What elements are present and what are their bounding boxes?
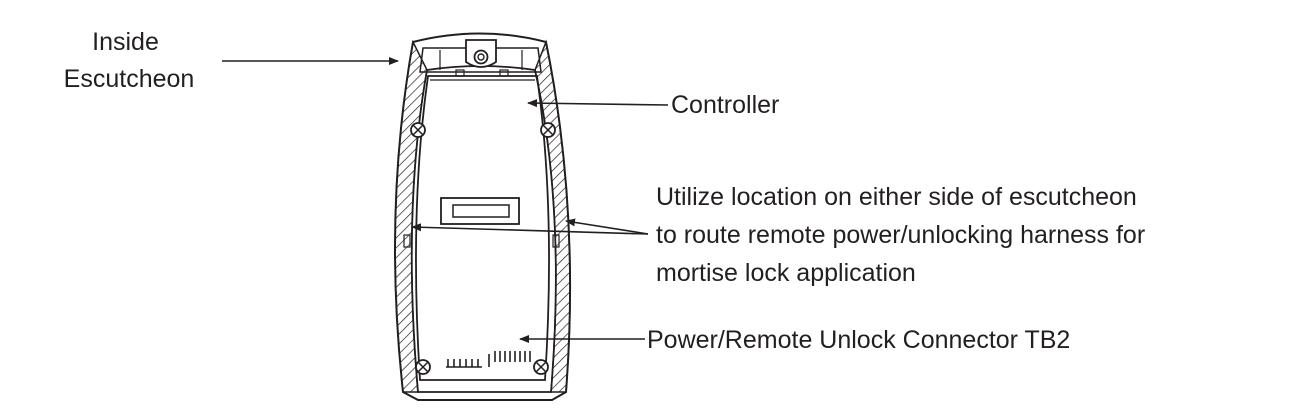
top-screw-boss xyxy=(465,39,497,68)
route-note-line3: mortise lock application xyxy=(656,259,916,287)
inside-escutcheon-label-line2: Escutcheon xyxy=(64,65,195,93)
screw-lower-right xyxy=(533,359,549,375)
inside-escutcheon-label-line1: Inside xyxy=(92,28,159,56)
controller-board xyxy=(415,75,550,381)
escutcheon-body xyxy=(394,32,572,401)
route-note-leader-right xyxy=(565,218,649,235)
route-note-line2: to route remote power/unlocking harness … xyxy=(656,221,1145,249)
screw-upper-right xyxy=(540,122,556,138)
inside-escutcheon-label: Inside Escutcheon xyxy=(64,28,195,93)
controller-label-plate xyxy=(440,197,520,225)
controller-label: Controller xyxy=(671,91,779,119)
top-recess xyxy=(419,47,542,73)
connector-tb2 xyxy=(488,351,531,367)
controller-leader xyxy=(527,99,669,108)
route-note-line1: Utilize location on either side of escut… xyxy=(656,183,1137,211)
connector-left xyxy=(446,359,482,368)
connector-label: Power/Remote Unlock Connector TB2 xyxy=(647,326,1070,354)
escutcheon-inner-outline xyxy=(410,65,557,393)
route-note-label: Utilize location on either side of escut… xyxy=(656,183,1152,287)
route-note-leader-left xyxy=(411,223,649,235)
screw-lower-left xyxy=(415,359,431,375)
screw-upper-left xyxy=(410,122,426,138)
